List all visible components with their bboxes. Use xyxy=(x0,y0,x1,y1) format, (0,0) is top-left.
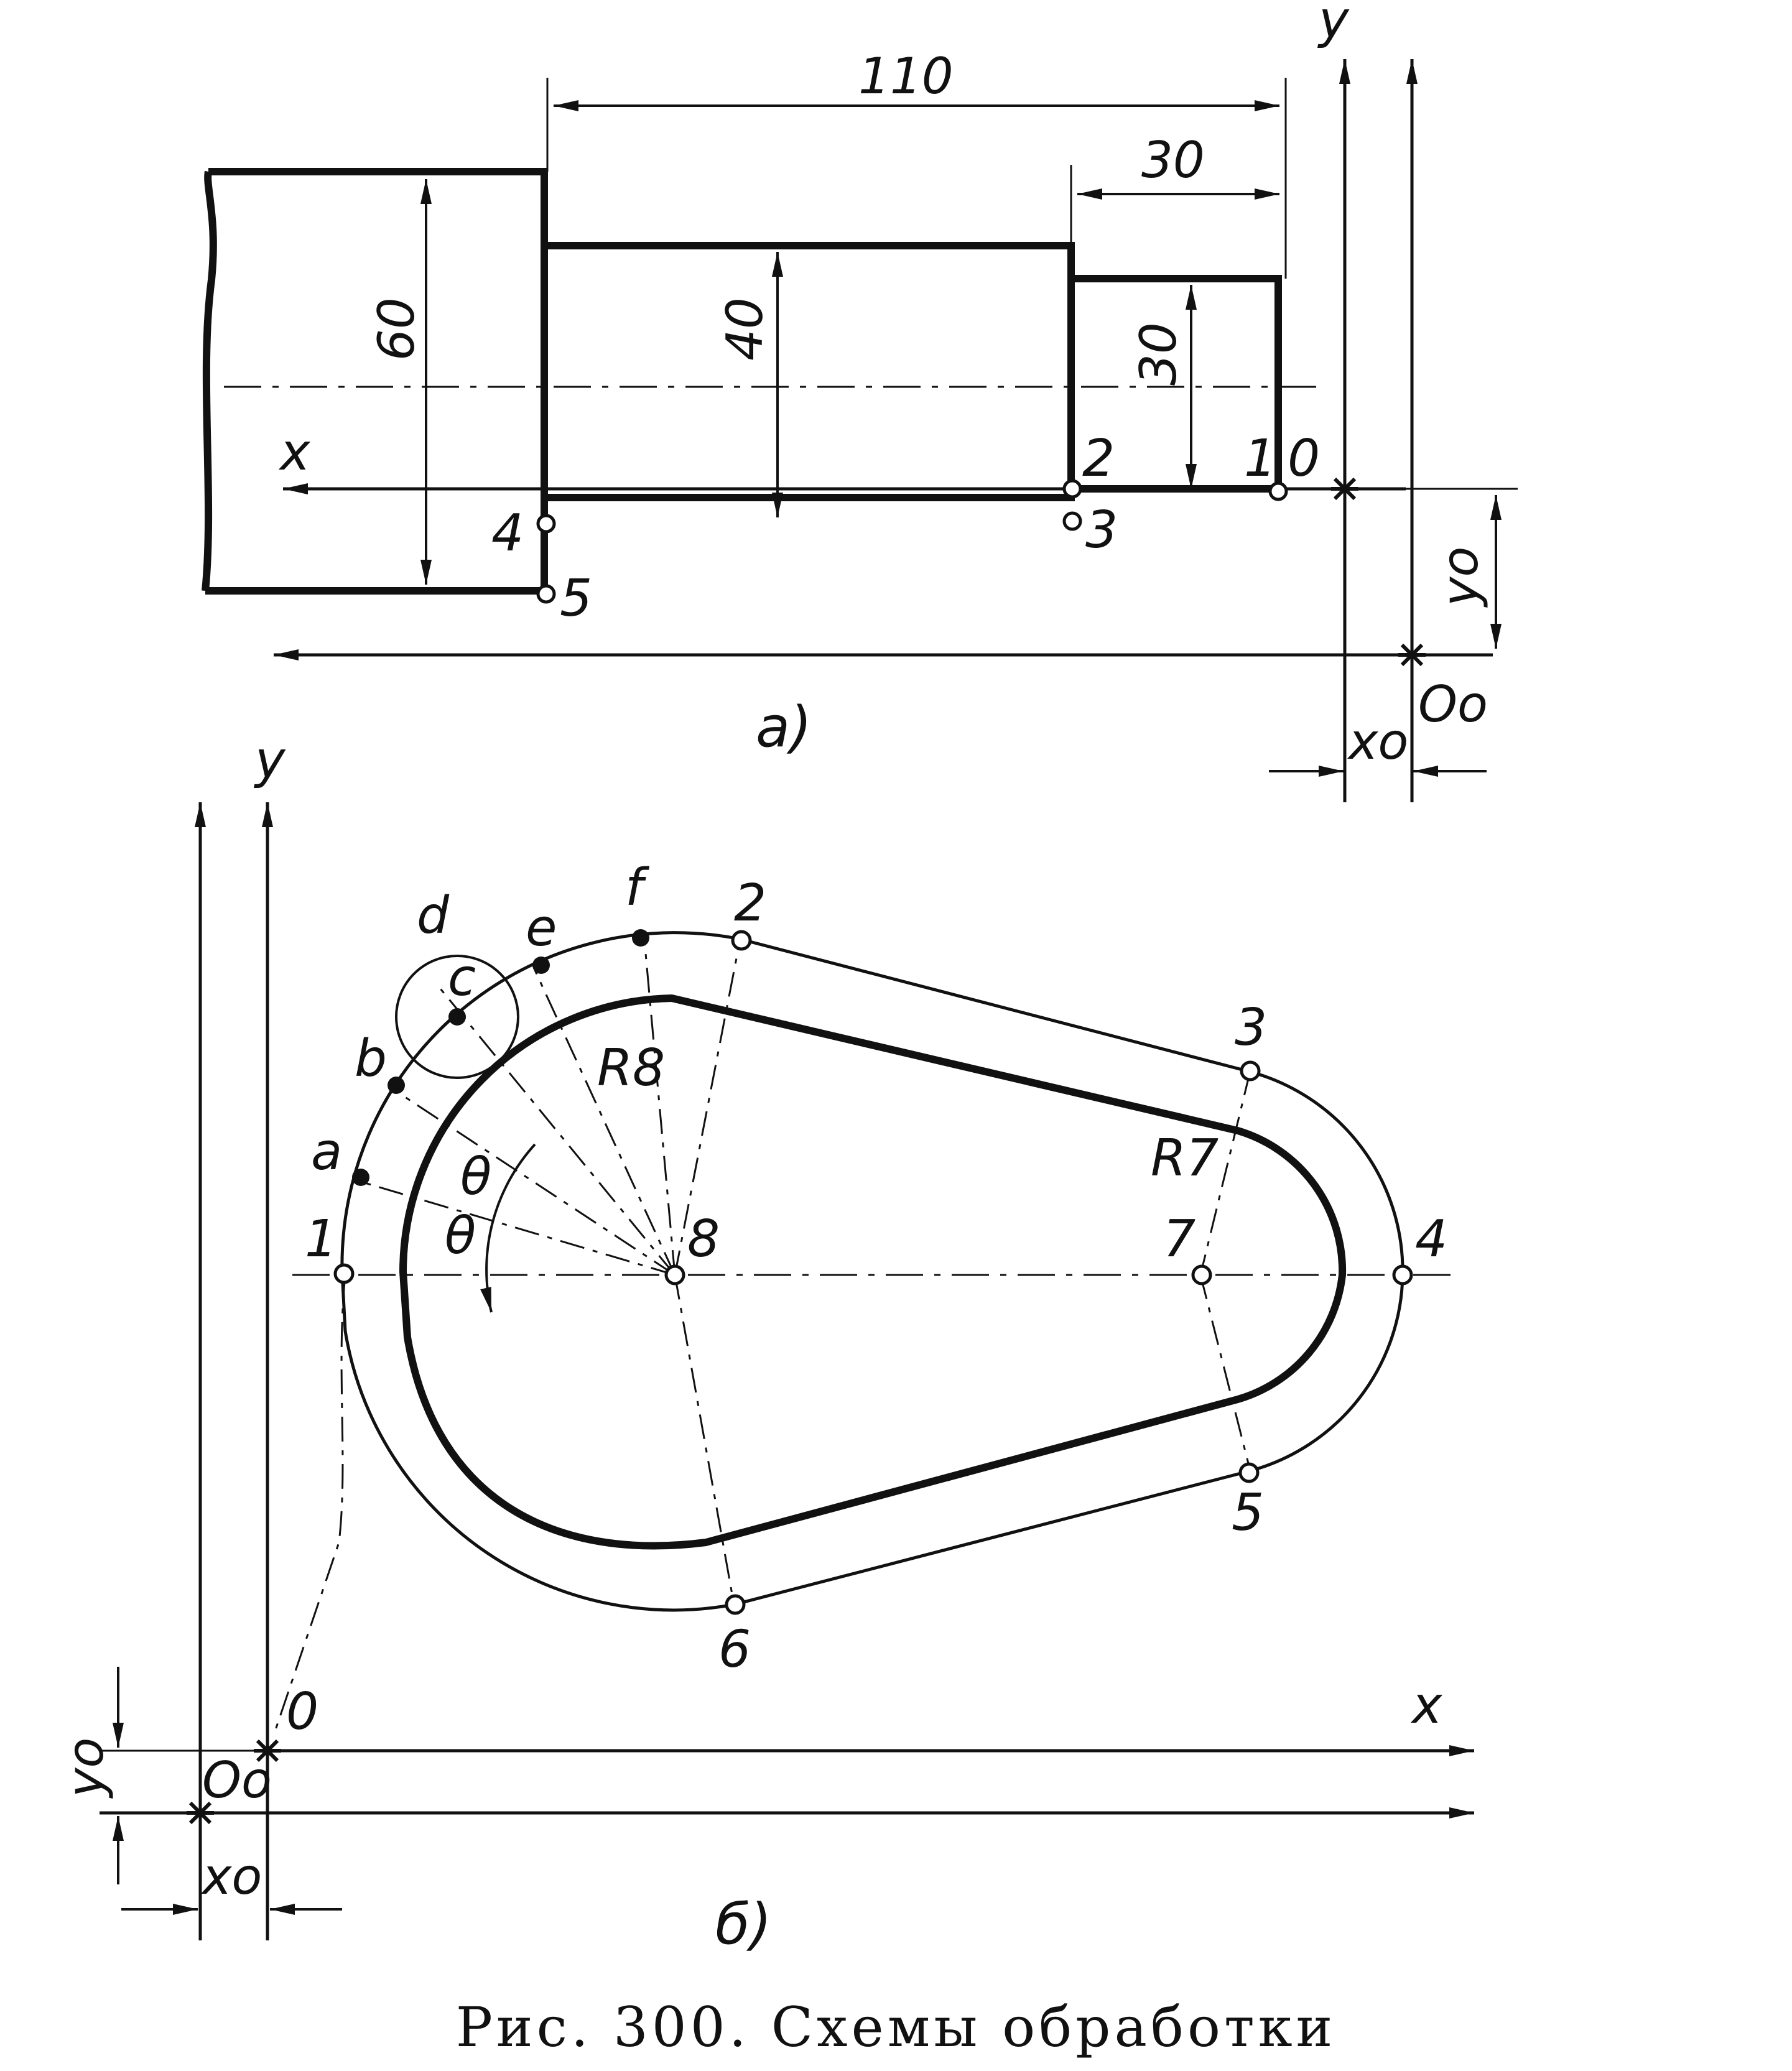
xo-b-label: xo xyxy=(200,1848,262,1906)
letter-d-label: d xyxy=(417,886,450,945)
x-axis-b-label: x xyxy=(1410,1676,1443,1735)
point-3-a-label: 3 xyxy=(1085,501,1118,560)
yo-b-label: yo xyxy=(57,1738,114,1799)
point-4-b-label: 4 xyxy=(1415,1210,1447,1269)
point-4-a xyxy=(536,514,556,534)
point-a xyxy=(352,1169,369,1186)
point-c xyxy=(448,1008,466,1026)
point-5-a-label: 5 xyxy=(560,569,592,628)
point-3-b-label: 3 xyxy=(1235,998,1267,1057)
point-5-b xyxy=(1238,1462,1260,1483)
figure-b: 0 1 2 3 4 5 6 7 8 a b c d e f R8 R7 θ θ … xyxy=(57,731,1474,1957)
radius-r7-label: R7 xyxy=(1151,1129,1219,1188)
point-1-b-label: 1 xyxy=(305,1210,337,1269)
point-f xyxy=(632,929,649,947)
point-7-b xyxy=(1191,1264,1212,1286)
theta-lower-label: θ xyxy=(445,1207,476,1266)
letter-f-label: f xyxy=(625,858,650,917)
letter-c-label: c xyxy=(448,948,476,1008)
dim-60-label: 60 xyxy=(368,297,425,361)
dim-30-dia-label: 30 xyxy=(1130,322,1187,386)
point-7-b-label: 7 xyxy=(1163,1210,1195,1269)
origin-stars-a xyxy=(1331,477,1426,667)
point-1-a-label: 1 xyxy=(1244,429,1276,488)
dim-30-length-label: 30 xyxy=(1141,131,1205,189)
cutter-circle xyxy=(395,955,519,1079)
oo-a-label: Oo xyxy=(1418,675,1488,733)
letter-e-label: e xyxy=(526,899,557,958)
part-contour-b xyxy=(399,994,1347,1550)
point-0-b-label: 0 xyxy=(286,1682,318,1741)
point-e xyxy=(532,957,550,974)
theta-arc xyxy=(480,1143,536,1313)
xo-a-label: xo xyxy=(1347,713,1408,771)
radius-r8-label: R8 xyxy=(597,1039,665,1098)
point-5-b-label: 5 xyxy=(1232,1483,1264,1542)
sublabel-a: a) xyxy=(756,695,812,760)
y-axis-b-label: y xyxy=(253,731,286,790)
x-axis-a-label: x xyxy=(278,423,311,482)
star-o-b xyxy=(254,1739,281,1763)
star-oo-a xyxy=(1398,643,1426,667)
point-0-a-label: 0 xyxy=(1288,429,1320,488)
radial-lines xyxy=(272,932,1251,1736)
point-8-b xyxy=(664,1264,685,1286)
point-3-b xyxy=(1240,1060,1261,1082)
star-o-a xyxy=(1331,477,1358,501)
point-2-b-label: 2 xyxy=(734,874,766,933)
dim-40-label: 40 xyxy=(716,297,774,361)
point-2-a-label: 2 xyxy=(1082,429,1115,488)
point-4-a-label: 4 xyxy=(491,504,524,563)
part-outline-a xyxy=(202,168,1282,595)
dim-110-label: 110 xyxy=(858,47,954,105)
point-5-a xyxy=(536,584,556,604)
star-oo-b xyxy=(187,1801,214,1825)
point-8-b-label: 8 xyxy=(687,1210,720,1269)
letter-points xyxy=(352,929,649,1186)
sublabel-b: б) xyxy=(715,1892,772,1957)
figure-a: 110 30 60 40 30 0 1 2 3 4 5 x y yo xo Oo… xyxy=(202,0,1518,802)
y-axis-a-label: y xyxy=(1317,0,1350,50)
point-2-b xyxy=(731,930,752,951)
point-3-a xyxy=(1062,511,1082,531)
theta-upper-label: θ xyxy=(460,1147,491,1207)
origin-stars-b xyxy=(187,1739,281,1825)
figure-caption: Рис. 300. Схемы обработки xyxy=(455,1995,1337,2059)
point-2-a xyxy=(1062,479,1082,499)
point-4-b xyxy=(1392,1264,1413,1286)
point-6-b-label: 6 xyxy=(718,1620,751,1679)
tool-path-contour xyxy=(340,931,1404,1612)
point-b xyxy=(388,1077,405,1094)
oo-b-label: Oo xyxy=(202,1751,272,1809)
point-0-a xyxy=(1268,481,1288,501)
point-1-b xyxy=(333,1263,355,1284)
points-b xyxy=(333,930,1413,1615)
letter-a-label: a xyxy=(311,1123,342,1182)
yo-a-label: yo xyxy=(1431,547,1489,608)
points-a xyxy=(536,479,1288,604)
letter-b-label: b xyxy=(355,1029,387,1088)
point-6-b xyxy=(725,1594,746,1615)
